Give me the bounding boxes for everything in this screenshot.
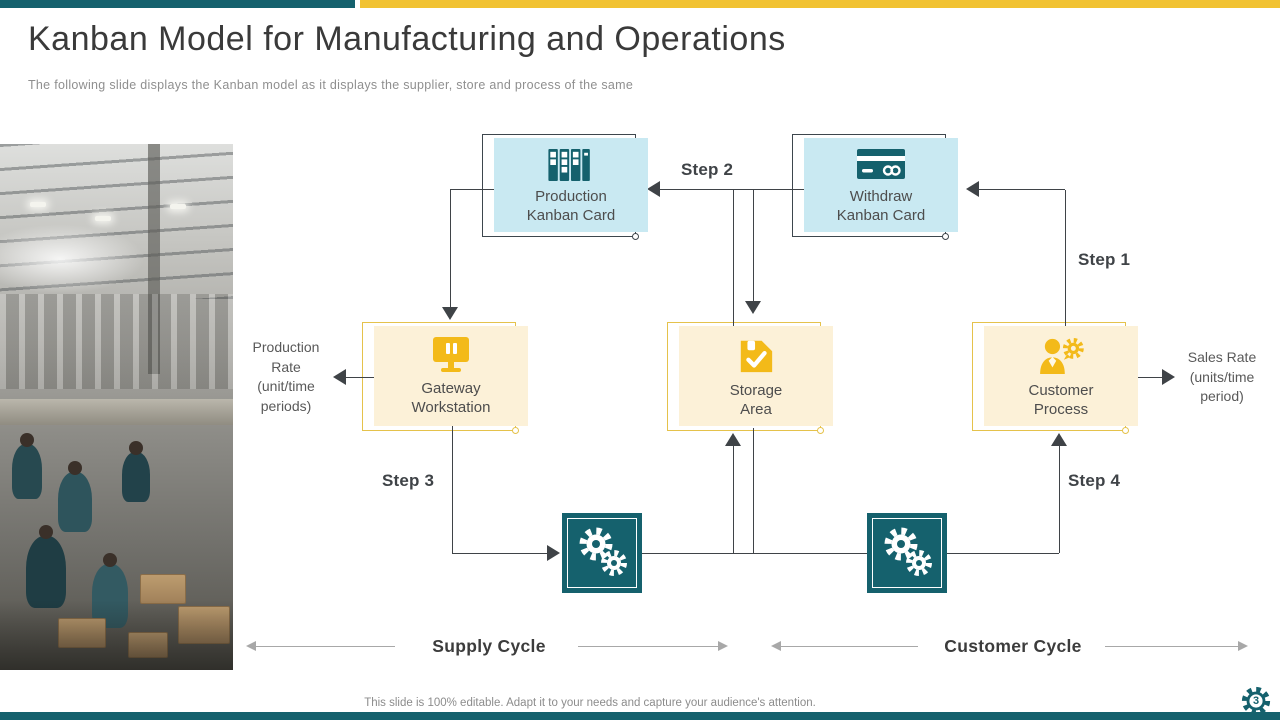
label-step1: Step 1 [1078, 250, 1131, 269]
arrowhead-down-storage [745, 301, 761, 314]
process-gears-box-customer [867, 513, 947, 593]
gears-icon [884, 527, 932, 576]
node-label: Gateway Workstation [411, 380, 491, 417]
arrowhead-right-gears-supply [547, 545, 560, 561]
node-corner-dot [817, 427, 824, 434]
photo-lamp [95, 216, 111, 221]
footer-note: This slide is 100% editable. Adapt it to… [364, 697, 816, 709]
arrow-step3-h [452, 553, 547, 554]
arrow-gears-to-storage-v [733, 446, 734, 553]
gears-icon [579, 527, 627, 576]
label-supply-cycle: Supply Cycle [432, 636, 546, 656]
arrowhead-left-withdraw [966, 181, 979, 197]
customer-cycle-arrow-left [771, 641, 781, 651]
arrow-production-rate-h [346, 377, 374, 378]
process-gears-box-supply [562, 513, 642, 593]
bottom-accent-bar [0, 712, 1280, 720]
page-number: 3 [1252, 695, 1260, 707]
photo-worker [26, 536, 66, 608]
label-step2: Step 2 [681, 160, 734, 179]
page-number-badge: 3 [1240, 685, 1272, 717]
arrow-step3-v [452, 426, 453, 553]
arrow-step4-h [947, 553, 1059, 554]
arrowhead-up-customer [1051, 433, 1067, 446]
node-customer-process: Customer Process [972, 322, 1138, 434]
label-production-rate: Production Rate (unit/time periods) [252, 339, 320, 414]
node-corner-dot [512, 427, 519, 434]
node-label: Storage Area [729, 382, 783, 419]
storage-box-icon [740, 340, 773, 373]
photo-worker [58, 472, 92, 532]
factory-photo [0, 144, 233, 670]
slide-title: Kanban Model for Manufacturing and Opera… [28, 20, 786, 58]
node-body: Customer Process [984, 326, 1138, 426]
supply-cycle-line-left [252, 646, 395, 647]
photo-worker [122, 452, 150, 502]
arrowhead-right-sales-rate [1162, 369, 1175, 385]
arrow-sales-rate-h [1138, 377, 1162, 378]
photo-lamp [30, 202, 46, 207]
node-storage-area: Storage Area [667, 322, 833, 434]
node-fill [984, 326, 1138, 426]
node-body: Production Kanban Card [494, 138, 648, 232]
label-sales-rate: Sales Rate (units/time period) [1187, 349, 1257, 405]
arrow-production-to-gateway-h [450, 189, 494, 190]
node-body: Storage Area [679, 326, 833, 426]
photo-workbench [0, 399, 233, 425]
supply-cycle-arrow-right [718, 641, 728, 651]
node-gateway-workstation: Gateway Workstation [362, 322, 528, 434]
customer-cycle-arrow-right [1238, 641, 1248, 651]
node-label: Customer Process [1028, 382, 1094, 419]
photo-lamp [170, 204, 186, 209]
arrow-gears-to-storage-h [642, 553, 867, 554]
top-accent-bar-yellow [360, 0, 1280, 8]
photo-pillar [148, 144, 160, 374]
workstation-monitor-icon [433, 337, 469, 372]
node-corner-dot [632, 233, 639, 240]
user-gear-icon [1040, 337, 1084, 375]
photo-machine-rows [0, 294, 233, 389]
arrow-step1-v [1065, 190, 1066, 326]
arrowhead-up-storage [725, 433, 741, 446]
page-gear-icon [1241, 686, 1271, 716]
arrowhead-left-production-rate [333, 369, 346, 385]
node-production-kanban-card: Production Kanban Card [482, 134, 648, 240]
arrow-step2-h [660, 189, 804, 190]
customer-cycle-line-left [777, 646, 918, 647]
credit-card-icon [857, 149, 905, 179]
arrow-storage-to-gears-v [753, 428, 754, 553]
supply-cycle-line-right [578, 646, 718, 647]
node-label: Withdraw Kanban Card [836, 188, 926, 225]
label-customer-cycle: Customer Cycle [944, 636, 1082, 656]
photo-window-glow [0, 224, 145, 294]
arrow-step1-h [979, 189, 1065, 190]
slide-subtitle: The following slide displays the Kanban … [28, 78, 634, 92]
node-withdraw-kanban-card: Withdraw Kanban Card [792, 134, 958, 240]
arrowhead-down-gateway [442, 307, 458, 320]
arrowhead-left-production [647, 181, 660, 197]
photo-worker [12, 444, 42, 499]
label-step4: Step 4 [1068, 471, 1121, 490]
arrow-storage-up-link [733, 189, 734, 326]
node-label: Production Kanban Card [526, 188, 616, 225]
arrow-withdraw-to-storage-v [753, 189, 754, 301]
node-corner-dot [1122, 427, 1129, 434]
node-corner-dot [942, 233, 949, 240]
arrow-step4-v [1059, 446, 1060, 553]
customer-cycle-line-right [1105, 646, 1238, 647]
node-body: Gateway Workstation [374, 326, 528, 426]
arrow-production-to-gateway-v [450, 189, 451, 307]
photo-cardboard-box [140, 574, 186, 604]
kanban-board-icon [548, 149, 590, 181]
supply-cycle-arrow-left [246, 641, 256, 651]
node-body: Withdraw Kanban Card [804, 138, 958, 232]
label-step3: Step 3 [382, 471, 435, 490]
top-accent-bar-teal [0, 0, 355, 8]
photo-floor-shadow [0, 600, 233, 670]
